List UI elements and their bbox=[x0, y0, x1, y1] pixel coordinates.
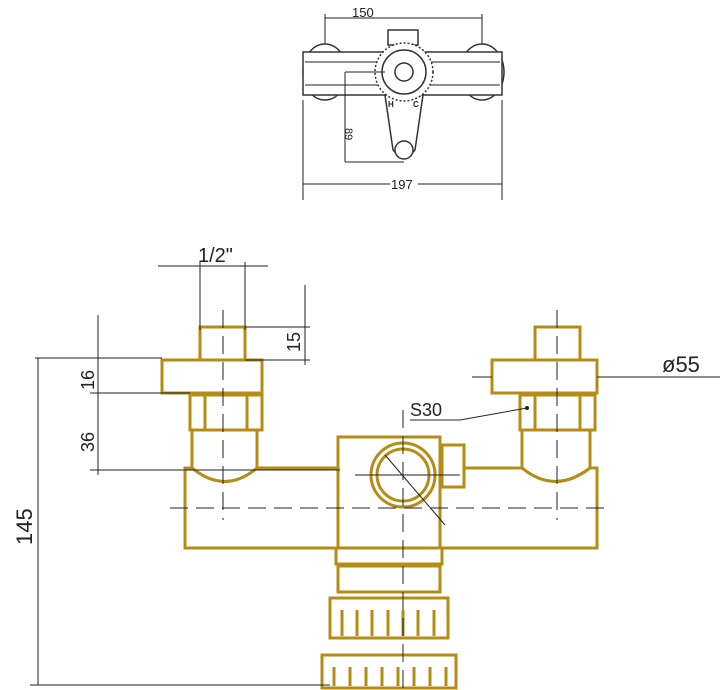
dim-145: 145 bbox=[12, 508, 37, 545]
dim-36: 36 bbox=[78, 432, 98, 452]
dim-diameter: ø55 bbox=[662, 352, 700, 377]
dim-thread: 1/2" bbox=[198, 245, 233, 267]
cold-label: C bbox=[413, 100, 419, 109]
hot-label: H bbox=[388, 100, 394, 109]
temperature-knob bbox=[320, 653, 458, 690]
dim-89: 89 bbox=[342, 128, 354, 140]
dim-150: 150 bbox=[352, 5, 374, 20]
dim-hex: S30 bbox=[410, 400, 442, 420]
dimensions: 1/2" 15 16 36 145 ø55 S30 bbox=[12, 245, 720, 686]
dim-15: 15 bbox=[284, 332, 304, 352]
dim-16: 16 bbox=[78, 370, 98, 390]
front-view bbox=[160, 310, 610, 690]
top-view: 150 H C 89 197 bbox=[302, 5, 505, 200]
dim-197: 197 bbox=[391, 177, 413, 192]
